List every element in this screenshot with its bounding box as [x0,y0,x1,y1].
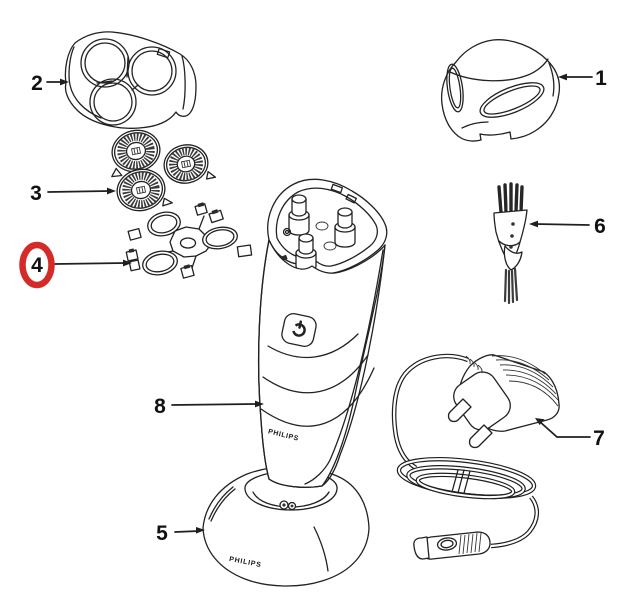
part-7-label[interactable]: 7 [593,427,605,450]
cutting-heads-drawing [111,129,217,212]
cord-connector-plug [413,531,491,560]
strain-relief-coil [465,355,483,374]
drive-posts [278,194,356,272]
shaver-body-drawing: PHILIPS [258,178,388,488]
leader-line-7 [535,418,591,438]
part-8-label[interactable]: 8 [154,395,166,418]
part-4-highlight-ring[interactable] [19,241,55,289]
part-2-label[interactable]: 2 [31,72,43,95]
leader-line-3 [47,187,116,195]
leader-line-1 [558,73,593,81]
power-icon [292,320,306,337]
part-3-label[interactable]: 3 [30,182,42,205]
plug-pins [447,398,493,449]
adapter-body [447,354,560,449]
part-5-label[interactable]: 5 [156,522,168,545]
retaining-frame-drawing [125,202,253,279]
leader-line-6 [529,220,590,228]
cleaning-brush-drawing [493,182,528,305]
power-adapter-drawing [391,353,560,560]
head-holder-drawing [64,31,197,129]
leader-line-2 [46,78,69,86]
leader-line-8 [171,400,264,408]
adapter-cord [391,353,540,549]
part-1-label[interactable]: 1 [595,67,607,90]
leader-line-4 [54,259,132,267]
power-button[interactable] [280,312,318,348]
part-4-label[interactable]: 4 [31,254,43,277]
protective-cap-drawing [440,39,561,142]
part-6-label[interactable]: 6 [594,215,606,238]
leader-line-5 [174,527,205,534]
